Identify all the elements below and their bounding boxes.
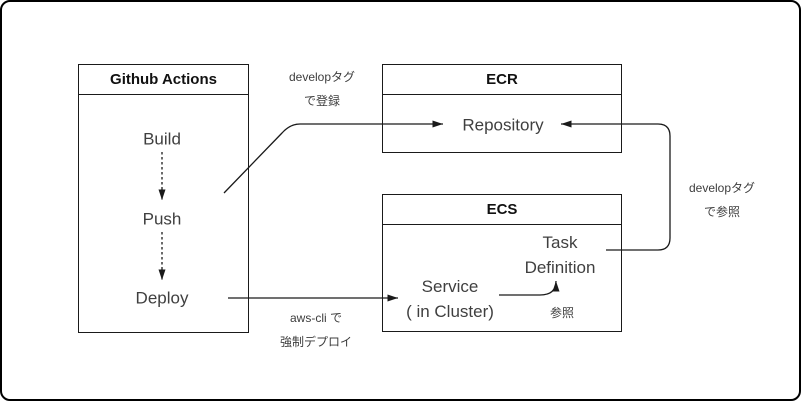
label-register: developタグ で登録 bbox=[289, 65, 355, 113]
ecs-header: ECS bbox=[383, 195, 621, 225]
node-deploy: Deploy bbox=[135, 288, 189, 308]
node-task-definition: Task Definition bbox=[525, 230, 596, 280]
github-actions-header: Github Actions bbox=[79, 65, 248, 95]
label-force-deploy-line1: aws-cli で bbox=[289, 311, 343, 325]
node-push: Push bbox=[142, 209, 182, 229]
node-repository: Repository bbox=[462, 115, 544, 135]
node-build: Build bbox=[143, 129, 181, 149]
label-register-line1: developタグ bbox=[288, 70, 356, 84]
label-force-deploy-line2: 強制デプロイ bbox=[279, 335, 353, 349]
service-line1: Service bbox=[421, 277, 479, 296]
ecs-box: ECS bbox=[382, 194, 622, 332]
label-refer: 参照 bbox=[549, 306, 575, 320]
ecr-box: ECR bbox=[382, 64, 622, 153]
github-actions-box: Github Actions bbox=[78, 64, 249, 333]
ecs-title: ECS bbox=[486, 201, 518, 218]
node-service: Service ( in Cluster) bbox=[406, 274, 494, 324]
label-force-deploy: aws-cli で 強制デプロイ bbox=[280, 306, 352, 354]
service-line2: ( in Cluster) bbox=[406, 302, 494, 321]
label-register-line2: で登録 bbox=[303, 94, 341, 108]
label-reference-line1: developタグ bbox=[688, 181, 756, 195]
github-actions-title: Github Actions bbox=[110, 71, 217, 88]
label-reference: developタグ で参照 bbox=[689, 176, 755, 224]
ecr-header: ECR bbox=[383, 65, 621, 95]
task-definition-line1: Task bbox=[542, 233, 578, 252]
ecr-title: ECR bbox=[486, 71, 518, 88]
task-definition-line2: Definition bbox=[524, 258, 596, 277]
label-reference-line2: で参照 bbox=[703, 205, 741, 219]
